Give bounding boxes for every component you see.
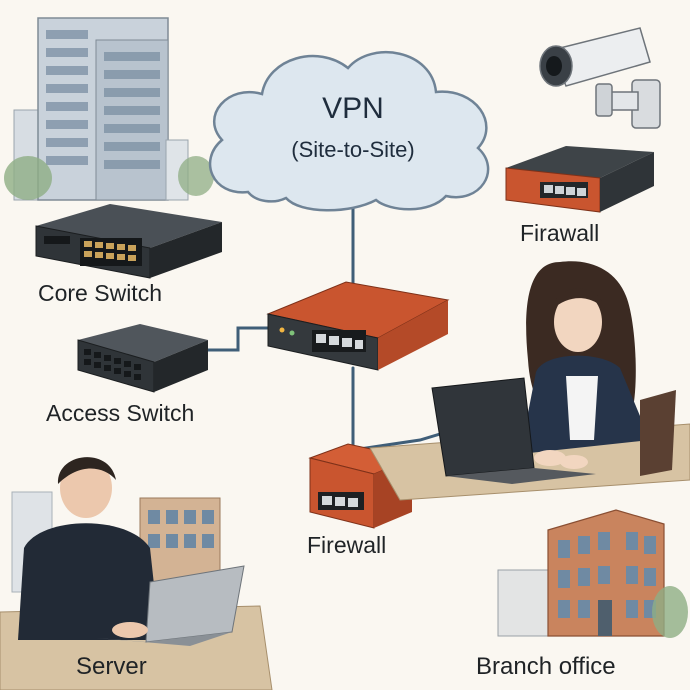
firewall-top-label: Firawall	[520, 220, 600, 246]
firewall-top-device-icon	[505, 146, 654, 213]
vpn-cloud-subtitle: (Site-to-Site)	[291, 137, 415, 162]
access-switch-label: Access Switch	[46, 400, 195, 426]
core-switch-label: Core Switch	[38, 280, 162, 306]
vpn-cloud-title: VPN	[322, 92, 384, 125]
security-camera-icon	[539, 27, 661, 129]
branch-office-building-icon	[497, 509, 688, 638]
woman-at-laptop-illustration	[369, 261, 690, 501]
branch-office-label: Branch office	[476, 653, 616, 680]
cable-firewall-to-access-switch	[206, 326, 274, 352]
central-firewall-device-icon	[266, 281, 450, 371]
server-label: Server	[76, 653, 147, 680]
access-switch-device-icon	[77, 324, 208, 393]
vpn-cloud-icon	[208, 51, 490, 212]
man-at-laptop-illustration	[0, 457, 273, 690]
core-switch-device-icon	[35, 204, 222, 279]
firewall-center-label: Firewall	[307, 532, 387, 558]
hq-building-icon	[4, 17, 214, 201]
